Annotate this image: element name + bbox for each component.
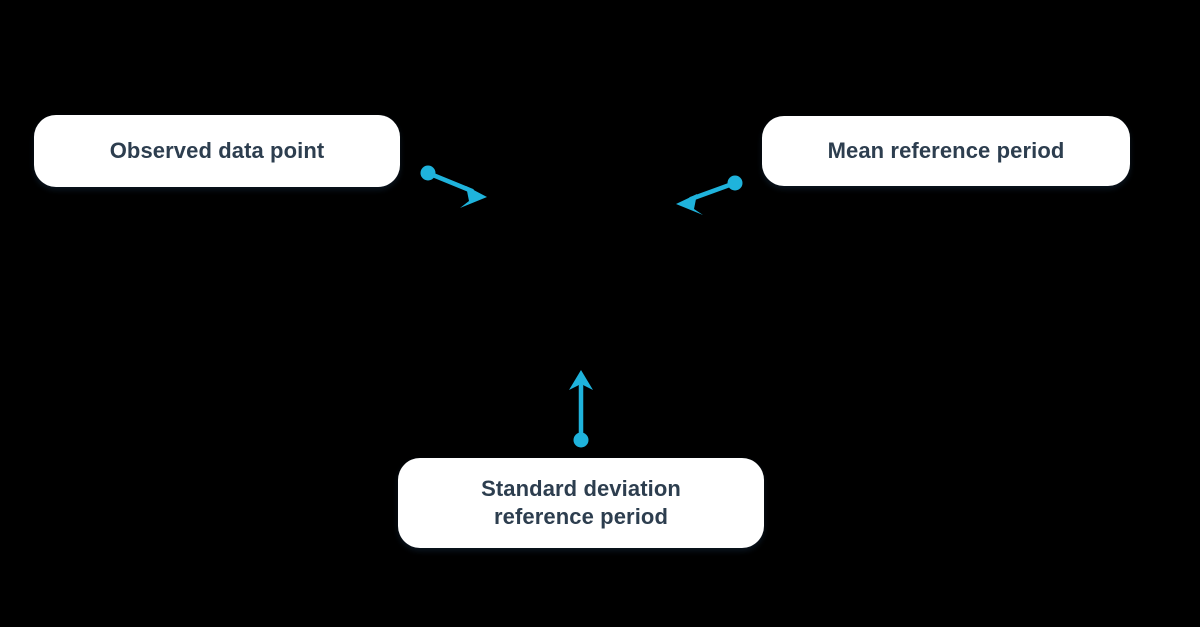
leader-line-stddev-group bbox=[569, 370, 593, 448]
callout-observed-data-point[interactable]: Observed data point bbox=[34, 115, 400, 187]
callout-observed-data-point-label: Observed data point bbox=[109, 137, 325, 163]
callout-mean-reference-period-label: Mean reference period bbox=[827, 137, 1065, 163]
leader-line-observed-group bbox=[420, 165, 487, 208]
leader-line-stddev-dot bbox=[573, 432, 589, 448]
callout-standard-deviation-reference-period-label: Standard deviation reference period bbox=[481, 475, 681, 529]
leader-line-mean-group bbox=[676, 175, 743, 215]
leader-line-mean-dot bbox=[727, 175, 743, 191]
leader-line-mean-arrowhead bbox=[676, 194, 703, 215]
callout-standard-deviation-reference-period[interactable]: Standard deviation reference period bbox=[398, 458, 764, 548]
leader-line-observed-dot bbox=[420, 165, 436, 181]
leader-line-mean-shaft bbox=[688, 180, 738, 202]
callout-mean-reference-period[interactable]: Mean reference period bbox=[762, 116, 1130, 186]
leader-line-observed-shaft bbox=[425, 170, 475, 194]
leader-line-observed-arrowhead bbox=[460, 186, 487, 208]
leader-line-stddev-arrowhead bbox=[569, 370, 593, 390]
